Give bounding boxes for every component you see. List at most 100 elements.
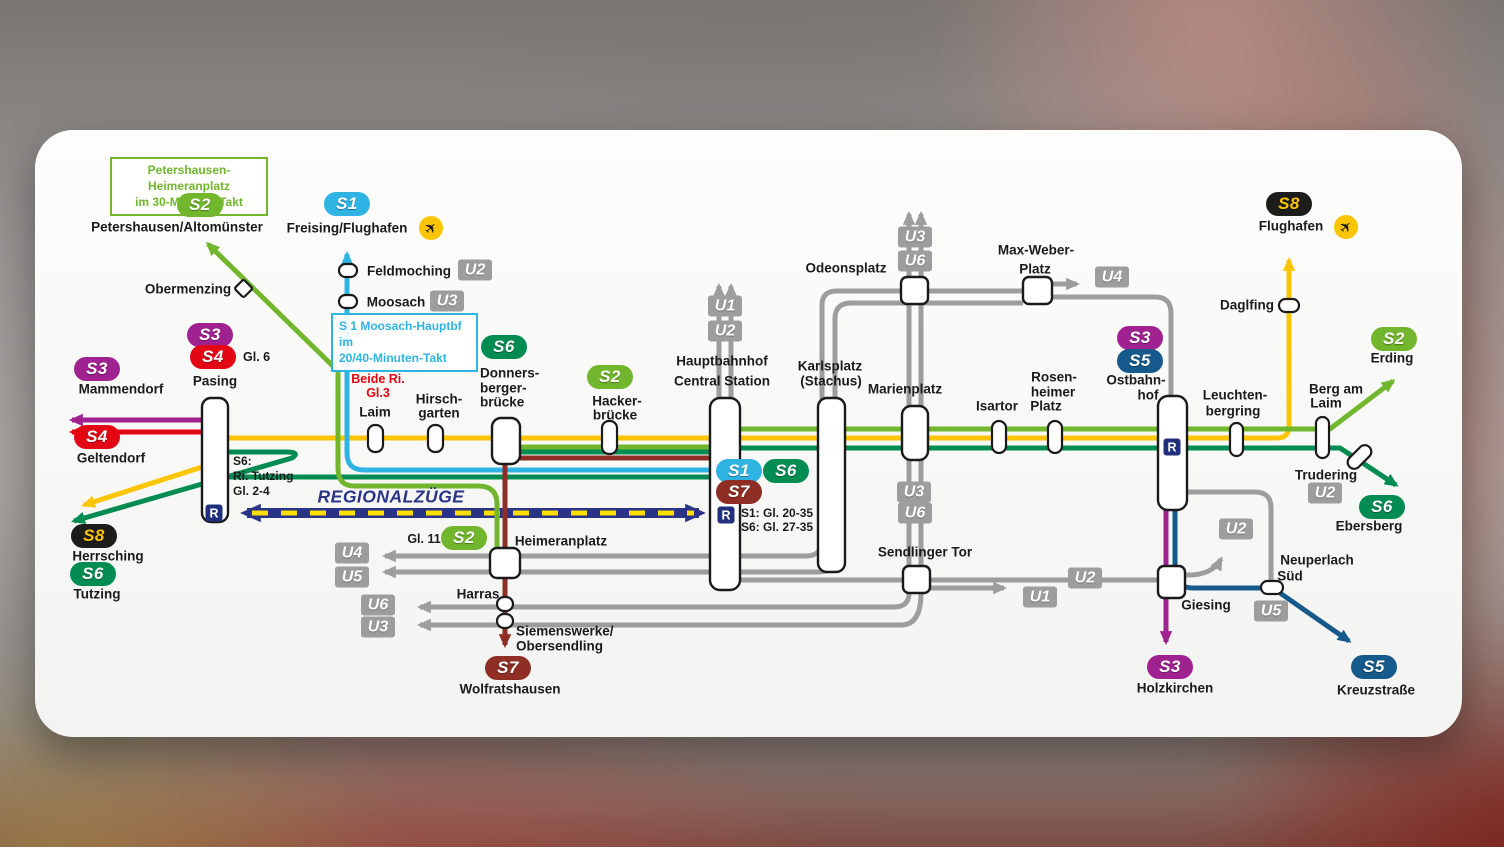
sbahn-badge-s6: S6	[481, 335, 527, 359]
label-feldmoching: Feldmoching	[367, 263, 451, 279]
airplane-icon: ✈	[1334, 215, 1358, 239]
line-s8-main	[228, 256, 1296, 441]
label-berg-am: Berg am	[1308, 381, 1364, 397]
label-pasing: Pasing	[192, 373, 238, 389]
station-marker-daglfing	[1277, 297, 1301, 314]
label-geltendorf: Geltendorf	[76, 450, 146, 466]
sbahn-badge-s4: S4	[74, 425, 120, 449]
label-flughafen: Flughafen	[1258, 218, 1324, 234]
ubahn-badge-u3: U3	[430, 290, 464, 312]
station-marker-neuperlach-sued	[1259, 579, 1285, 596]
label-obermenzing: Obermenzing	[144, 281, 232, 297]
label-berger: berger-	[480, 380, 527, 396]
label-freising-flughafen: Freising/Flughafen	[286, 220, 408, 236]
airplane-icon: ✈	[419, 216, 443, 240]
station-marker-hirschgarten	[426, 423, 445, 454]
line-s1-freising-hbf	[340, 250, 712, 473]
label-gl-11: Gl. 11	[407, 531, 441, 546]
label-tutzing: Tutzing	[73, 586, 121, 602]
label-platz: Platz	[1030, 398, 1062, 414]
ubahn-badge-u3: U3	[898, 226, 932, 248]
label-obersendling: Obersendling	[516, 638, 604, 654]
station-marker-max-weber-platz	[1021, 275, 1054, 306]
sbahn-badge-s1: S1	[716, 459, 762, 483]
station-marker-moosach	[337, 293, 359, 310]
label-stachus: (Stachus)	[800, 373, 862, 389]
sbahn-badge-s3: S3	[74, 357, 120, 381]
label-neuperlach: Neuperlach	[1280, 552, 1354, 568]
label-hauptbahnhof: Hauptbahnhof	[676, 353, 768, 369]
sbahn-badge-s7: S7	[485, 656, 531, 680]
label-siemenswerke: Siemenswerke/	[516, 623, 614, 639]
label-hof: hof	[1137, 387, 1159, 403]
label-br-cke: brücke	[480, 394, 525, 410]
sbahn-badge-s7: S7	[716, 480, 762, 504]
ubahn-badge-u3: U3	[361, 616, 395, 638]
label-s-d: Süd	[1277, 568, 1303, 584]
label-platz: Platz	[1019, 261, 1051, 277]
airplane-glyph: ✈	[1335, 216, 1357, 238]
label-daglfing: Daglfing	[1220, 297, 1274, 313]
label-rosen: Rosen-	[1031, 369, 1077, 385]
note-line: Petershausen-Heimeranplatz	[147, 163, 231, 194]
station-marker-odeonsplatz	[899, 275, 930, 306]
station-marker-giesing	[1156, 564, 1187, 600]
sbahn-badge-s2: S2	[587, 365, 633, 389]
label-beide-ri: Beide Ri.	[351, 371, 405, 386]
label-kreuzstra-e: Kreuzstraße	[1336, 682, 1416, 698]
label-hacker: Hacker-	[592, 393, 642, 409]
label-s6: S6:	[233, 454, 252, 468]
label-max-weber: Max-Weber-	[997, 242, 1075, 258]
label-s1-gl-20-35: S1: Gl. 20-35	[741, 506, 814, 520]
ubahn-badge-u6: U6	[898, 250, 932, 272]
label-regionalz-ge: REGIONALZÜGE	[317, 486, 465, 507]
label-hirsch: Hirsch-	[415, 391, 463, 407]
sbahn-badge-s8: S8	[1266, 192, 1312, 216]
sbahn-badge-s2: S2	[177, 193, 223, 217]
ubahn-badge-u3: U3	[897, 481, 931, 503]
station-marker-feldmoching	[337, 262, 359, 279]
line-u3-harras	[416, 592, 924, 632]
label-sendlinger-tor: Sendlinger Tor	[877, 544, 973, 560]
label-laim: Laim	[1310, 395, 1342, 411]
label-gl-2-4: Gl. 2-4	[233, 484, 270, 498]
station-marker-sendlinger-tor	[901, 564, 932, 595]
station-marker-karlsplatz	[816, 396, 847, 574]
label-ri-tutzing: Ri. Tutzing	[233, 469, 294, 483]
ubahn-badge-u2: U2	[458, 259, 492, 281]
ubahn-badge-u5: U5	[335, 566, 369, 588]
label-holzkirchen: Holzkirchen	[1136, 680, 1214, 696]
label-central-station: Central Station	[673, 373, 771, 389]
ubahn-badge-u4: U4	[1095, 266, 1129, 288]
label-ebersberg: Ebersberg	[1335, 518, 1403, 534]
sbahn-badge-s6: S6	[70, 562, 116, 586]
station-marker-marienplatz	[900, 404, 930, 462]
station-marker-pasing	[200, 396, 230, 524]
label-herrsching: Herrsching	[72, 548, 144, 564]
sbahn-badge-s3: S3	[1117, 326, 1163, 350]
regional-r-badge: R	[1163, 438, 1181, 456]
line-u6-harras	[416, 592, 912, 614]
label-petershausen-altom-nster: Petershausen/Altomünster	[91, 219, 263, 235]
note-line: 20/40-Minuten-Takt	[339, 351, 447, 366]
ubahn-badge-u2: U2	[1068, 567, 1102, 589]
label-garten: garten	[418, 405, 460, 421]
label-br-cke: brücke	[592, 407, 638, 423]
station-marker-berg-am-laim	[1314, 415, 1331, 460]
label-isartor: Isartor	[975, 398, 1019, 414]
ubahn-badge-u4: U4	[335, 542, 369, 564]
sbahn-badge-s4: S4	[190, 345, 236, 369]
station-marker-donnersbergerbruecke	[490, 416, 522, 466]
label-heimeranplatz: Heimeranplatz	[514, 533, 608, 549]
label-moosach: Moosach	[366, 294, 426, 310]
label-s6-gl-27-35: S6: Gl. 27-35	[741, 520, 814, 534]
station-marker-harras-1	[495, 595, 515, 613]
label-erding: Erding	[1370, 350, 1414, 366]
label-bergring: bergring	[1205, 403, 1261, 419]
transit-map-card	[35, 130, 1462, 737]
station-marker-hackerbruecke	[600, 419, 619, 456]
sbahn-badge-s5: S5	[1117, 349, 1163, 373]
airplane-glyph: ✈	[420, 217, 442, 239]
station-marker-laim	[366, 423, 385, 454]
